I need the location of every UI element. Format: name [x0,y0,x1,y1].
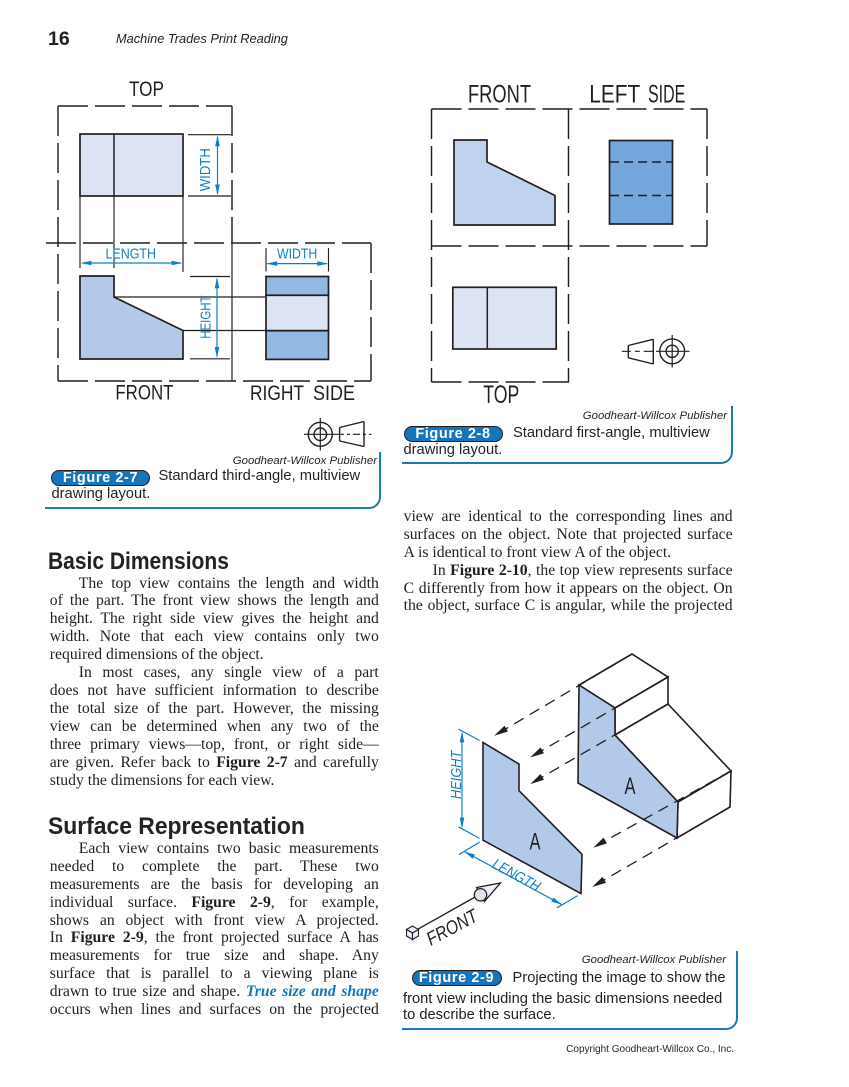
svg-text:HEIGHT: HEIGHT [448,749,465,799]
svg-text:LENGTH: LENGTH [106,245,157,262]
svg-text:SIDE: SIDE [313,381,355,405]
svg-text:A: A [625,773,636,800]
svg-text:WIDTH: WIDTH [197,148,214,191]
svg-text:SIDE: SIDE [648,81,685,109]
svg-text:TOP: TOP [483,381,519,409]
svg-text:WIDTH: WIDTH [277,245,317,262]
svg-text:LEFT: LEFT [589,81,640,109]
svg-text:HEIGHT: HEIGHT [198,295,215,338]
svg-text:TOP: TOP [129,77,164,101]
svg-text:A: A [530,829,541,856]
svg-text:FRONT: FRONT [423,905,482,950]
svg-text:FRONT: FRONT [115,380,173,404]
svg-text:RIGHT: RIGHT [250,381,304,405]
svg-text:FRONT: FRONT [468,81,531,109]
